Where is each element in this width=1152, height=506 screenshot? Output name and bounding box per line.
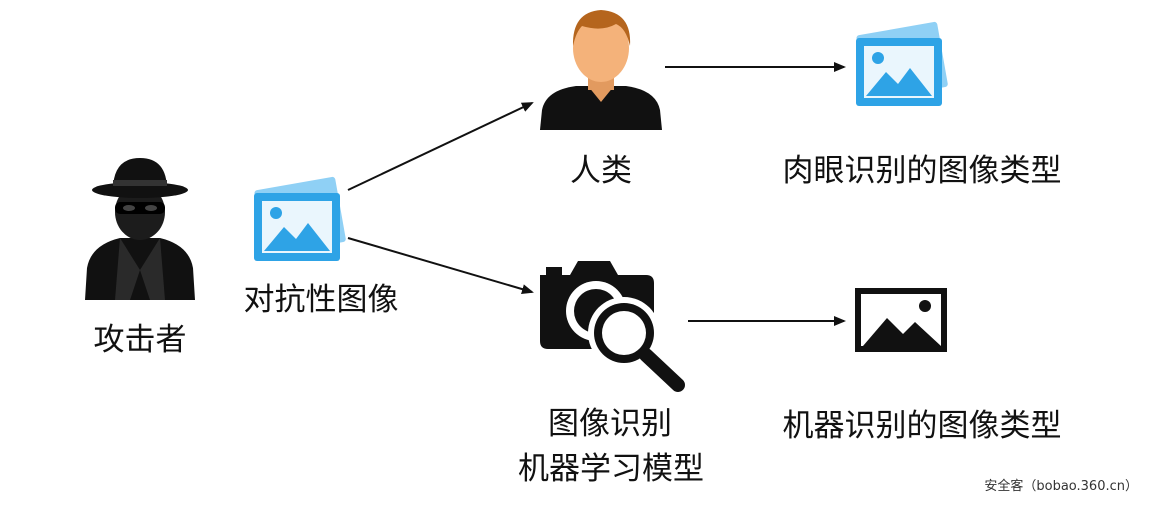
human-result-label: 肉眼识别的图像类型 — [782, 153, 1062, 189]
attacker-label: 攻击者 — [93, 322, 187, 358]
watermark: 安全客（bobao.360.cn） — [984, 479, 1138, 494]
human-result-image-icon — [856, 21, 948, 106]
spy-icon — [85, 158, 195, 300]
adversarial-image-label: 对抗性图像 — [243, 282, 399, 318]
person-icon — [540, 10, 662, 130]
camera-search-icon — [540, 261, 685, 392]
machine-result-label: 机器识别的图像类型 — [782, 408, 1062, 444]
arrow-image-to-model — [347, 237, 534, 294]
human-label: 人类 — [570, 153, 632, 189]
model-label-line2: 机器学习模型 — [518, 451, 704, 487]
arrow-image-to-human — [347, 102, 534, 191]
image-stack-icon — [254, 176, 346, 261]
image-frame-icon — [855, 288, 947, 352]
model-label-line1: 图像识别 — [548, 406, 672, 442]
